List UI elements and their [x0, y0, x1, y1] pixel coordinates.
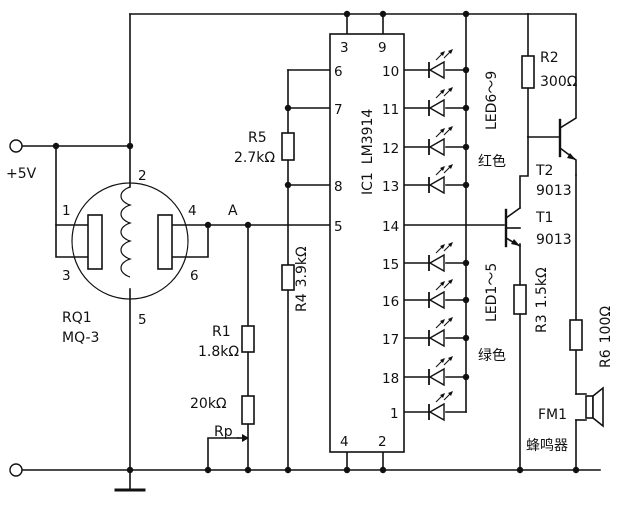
resistor-bodies: [241, 55, 583, 425]
t1-ref: T1: [535, 210, 553, 226]
sensor-model: MQ-3: [62, 330, 99, 346]
t2-model: 9013: [536, 183, 572, 199]
led-symbol: [428, 317, 453, 348]
led-green-color-label: 绿色: [478, 347, 506, 364]
r3-label: R3 1.5kΩ: [534, 267, 550, 333]
resistor-r5: [281, 132, 295, 161]
led-symbol: [428, 242, 453, 273]
ic-pin-2: 2: [378, 434, 387, 450]
sensor-pin-5: 5: [138, 312, 147, 328]
ic-lm3914-body: [329, 33, 405, 453]
ic-pin-18: 18: [382, 371, 399, 387]
led-symbol: [428, 87, 453, 118]
r6-ref: R6: [598, 349, 614, 368]
r3-ref: R3: [534, 314, 550, 333]
potentiometer-rp: [241, 395, 255, 425]
sensor-pin-6: 6: [190, 268, 199, 284]
buzzer-ref: FM1: [538, 407, 567, 423]
led-symbol: [428, 126, 453, 157]
ic-pin-1: 1: [390, 406, 399, 422]
r2-ref: R2: [540, 50, 559, 66]
r1-value: 1.8kΩ: [198, 344, 239, 360]
ic-pin-9: 9: [378, 40, 387, 56]
ic-pin-10: 10: [382, 64, 399, 80]
led-symbol: [428, 164, 453, 195]
ic-pin-17: 17: [382, 332, 399, 348]
ic-pin-8: 8: [334, 179, 343, 195]
r3-value: 1.5kΩ: [534, 267, 550, 308]
r4-ref: R4: [294, 293, 310, 312]
ic-pin-11: 11: [382, 102, 399, 118]
led-green-group-label: LED1～5: [484, 263, 500, 322]
ic-pin-16: 16: [382, 294, 399, 310]
gas-sensor-rq1: [71, 182, 189, 300]
ic-pin-14: 14: [382, 219, 399, 235]
r5-value: 2.7kΩ: [234, 150, 275, 166]
transistor-t2: [527, 13, 577, 176]
sensor-pin-2: 2: [138, 168, 147, 184]
ic-pin-13: 13: [382, 179, 399, 195]
ground-terminal: [9, 463, 23, 477]
ic-label: IC1 LM3914: [360, 109, 376, 195]
t2-ref: T2: [535, 163, 553, 179]
sensor-pin-4: 4: [188, 203, 197, 219]
ic-pin-12: 12: [382, 141, 399, 157]
ic-pin-15: 15: [382, 257, 399, 273]
resistor-r2: [521, 55, 535, 89]
sensor-pin-3: 3: [62, 268, 71, 284]
transistor-t1: [504, 206, 522, 248]
resistor-r4: [281, 264, 295, 291]
led-symbol: [428, 356, 453, 387]
resistor-r6: [569, 319, 583, 351]
ic-pin-3: 3: [340, 40, 349, 56]
pot-ref: Rp: [214, 424, 233, 440]
ic-ref: IC1: [360, 172, 376, 195]
ic-pin-7: 7: [334, 102, 343, 118]
resistor-r3: [513, 284, 527, 315]
led-symbol: [428, 391, 453, 422]
power-label: +5V: [6, 166, 37, 182]
led-symbol: [428, 49, 453, 80]
resistor-r1: [241, 325, 255, 353]
buzzer-fm1: [585, 386, 604, 428]
r4-label: R4 3.9kΩ: [294, 246, 310, 312]
led-array: [428, 49, 453, 422]
pot-value: 20kΩ: [190, 396, 227, 412]
r4-value: 3.9kΩ: [294, 246, 310, 287]
power-terminal: [9, 139, 23, 153]
ic-model: LM3914: [360, 109, 376, 165]
ic-pin-6: 6: [334, 64, 343, 80]
r1-ref: R1: [212, 324, 231, 340]
r2-value: 300Ω: [540, 74, 578, 90]
led-red-color-label: 红色: [478, 153, 506, 170]
t1-model: 9013: [536, 232, 572, 248]
r5-ref: R5: [248, 130, 267, 146]
node-a-label: A: [228, 203, 238, 219]
junction-dots: [52, 10, 580, 474]
r6-value: 100Ω: [598, 306, 614, 344]
led-symbol: [428, 279, 453, 310]
buzzer-label: 蜂鸣器: [526, 437, 568, 454]
ic-pin-5: 5: [334, 219, 343, 235]
sensor-ref: RQ1: [62, 310, 92, 326]
r6-label: R6 100Ω: [598, 306, 614, 368]
labels: +5V 1 2 3 4 5 6 RQ1 MQ-3 A R5 2.7kΩ R4 3.…: [6, 40, 614, 454]
wires: [21, 13, 601, 492]
ic-pin-4: 4: [340, 434, 349, 450]
sensor-pin-1: 1: [62, 203, 71, 219]
led-red-group-label: LED6～9: [484, 71, 500, 130]
